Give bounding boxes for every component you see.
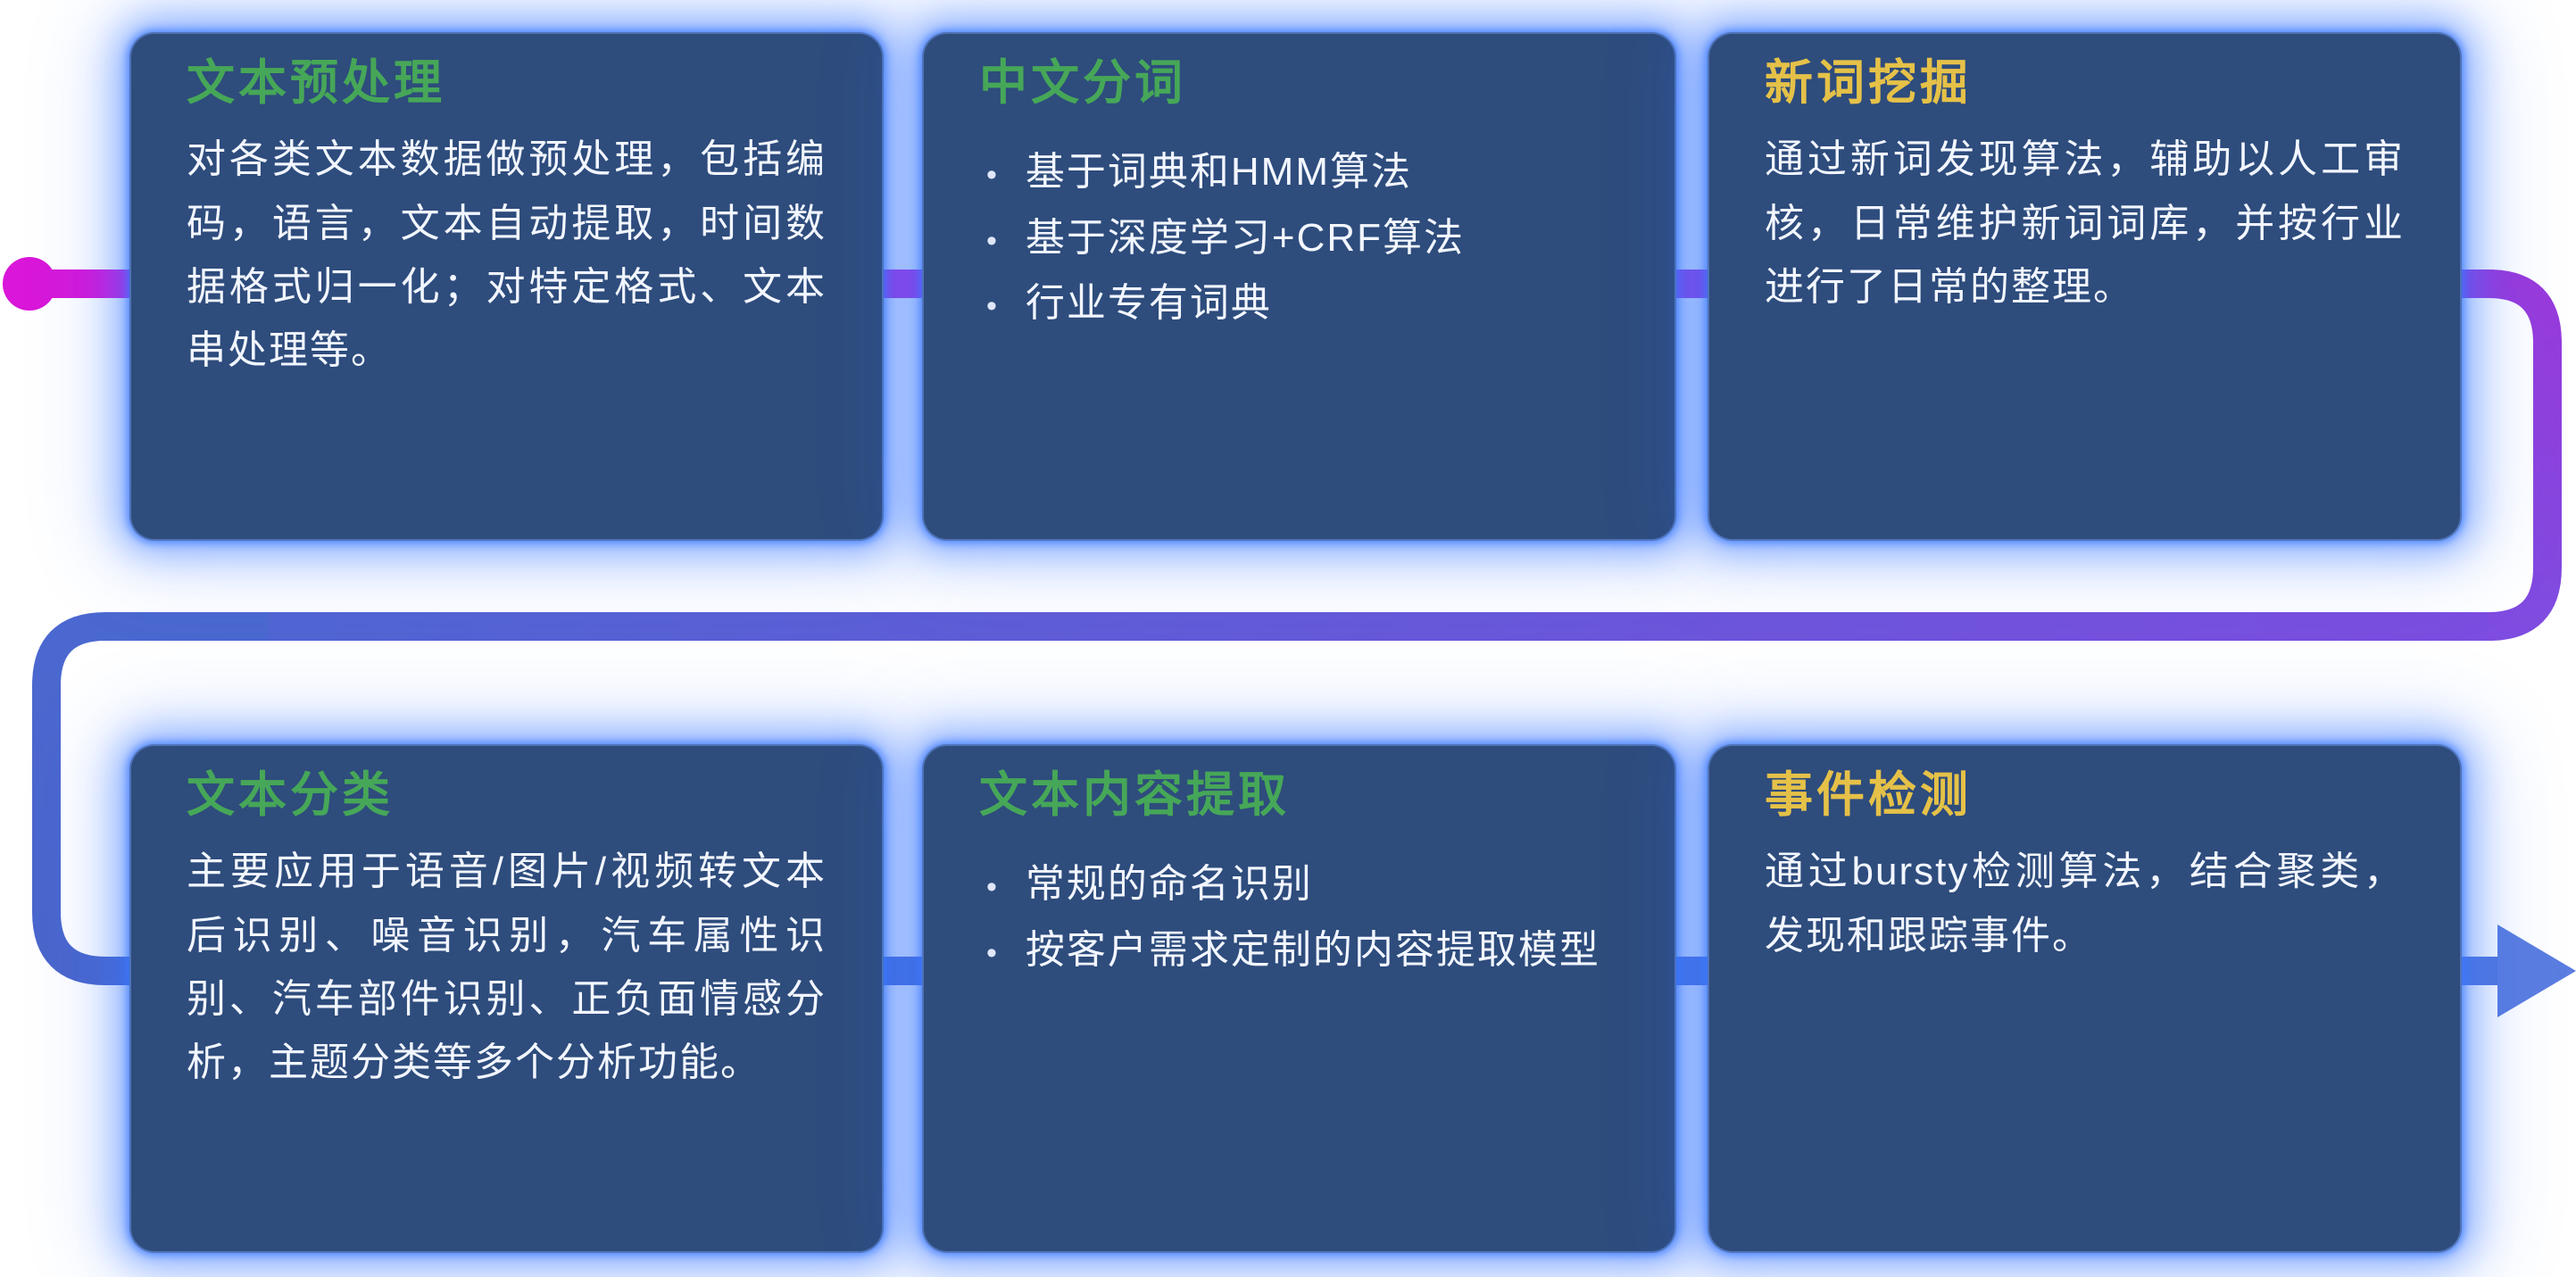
- card-title: 事件检测: [1765, 768, 1972, 822]
- card-body-text: 通过新词发现算法，辅助以人工审核，日常维护新词词库，并按行业进行了日常的整理。: [1765, 137, 2405, 309]
- card-text-classification: 文本分类 主要应用于语音/图片/视频转文本后识别、噪音识别，汽车属性识别、汽车部…: [129, 744, 884, 1253]
- bullet-list: 常规的命名识别 按客户需求定制的内容提取模型: [979, 852, 1619, 982]
- card-title: 文本内容提取: [979, 768, 1290, 822]
- flow-curve-right: [2321, 269, 2562, 641]
- card-new-word-mining: 新词挖掘 通过新词发现算法，辅助以人工审核，日常维护新词词库，并按行业进行了日常…: [1708, 32, 2462, 541]
- bullet-item: 行业专有词典: [979, 271, 1619, 335]
- bullet-item: 基于深度学习+CRF算法: [979, 206, 1619, 269]
- card-body-text: 主要应用于语音/图片/视频转文本后识别、噪音识别，汽车属性识别、汽车部件识别、正…: [187, 850, 827, 1085]
- card-body-text: 对各类文本数据做预处理，包括编码，语言，文本自动提取，时间数据格式归一化；对特定…: [187, 137, 827, 373]
- bullet-list: 基于词典和HMM算法 基于深度学习+CRF算法 行业专有词典: [979, 140, 1619, 335]
- card-title: 文本预处理: [187, 56, 445, 110]
- bullet-item: 基于词典和HMM算法: [979, 140, 1619, 203]
- card-title: 文本分类: [187, 768, 394, 822]
- card-text-preprocessing: 文本预处理 对各类文本数据做预处理，包括编码，语言，文本自动提取，时间数据格式归…: [129, 32, 884, 541]
- flow-arrow-icon: [2497, 925, 2576, 1017]
- card-body-text: 通过bursty检测算法，结合聚类，发现和跟踪事件。: [1765, 850, 2405, 958]
- bullet-item: 常规的命名识别: [979, 852, 1619, 916]
- flow-curve-left: [32, 612, 268, 985]
- card-chinese-word-segmentation: 中文分词 基于词典和HMM算法 基于深度学习+CRF算法 行业专有词典: [922, 32, 1676, 541]
- card-event-detection: 事件检测 通过bursty检测算法，结合聚类，发现和跟踪事件。: [1708, 744, 2462, 1253]
- card-title: 新词挖掘: [1765, 56, 1972, 110]
- bullet-item: 按客户需求定制的内容提取模型: [979, 918, 1619, 982]
- card-title: 中文分词: [979, 56, 1186, 110]
- card-text-content-extraction: 文本内容提取 常规的命名识别 按客户需求定制的内容提取模型: [922, 744, 1676, 1253]
